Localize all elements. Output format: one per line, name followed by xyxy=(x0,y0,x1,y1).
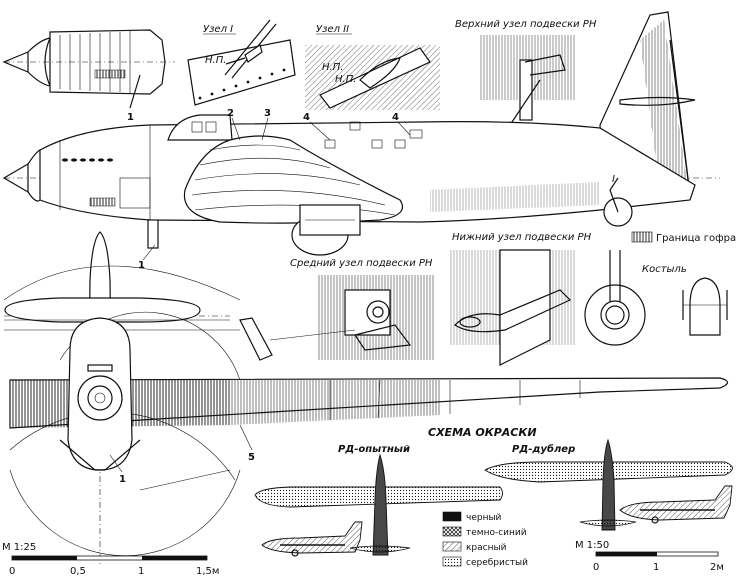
paint-legend: черный темно-синий красный серебристый xyxy=(442,511,528,568)
callout-1b: 1 xyxy=(119,474,126,485)
tail-mark-I: I xyxy=(612,174,615,185)
scale-left-title: М 1:25 xyxy=(2,542,36,553)
rd-dubler-planform xyxy=(484,438,733,531)
legend-swatch-darkblue xyxy=(442,526,462,537)
scale-left-tick-2: 1 xyxy=(138,566,144,577)
legend-darkblue: темно-синий xyxy=(466,528,527,538)
node2-detail: Узел II Н.П. Н.П. xyxy=(305,24,440,110)
mid-mount-title: Средний узел подвески РН xyxy=(290,258,433,269)
callout-5: 5 xyxy=(248,452,255,463)
corrugation-label: Граница гофра xyxy=(656,233,736,244)
legend-silver: серебристый xyxy=(466,558,528,568)
tailwheel-detail: Костыль xyxy=(584,250,728,346)
nose-detail: 1 xyxy=(2,29,175,123)
callout-1c: 1 xyxy=(138,260,145,271)
wing-planform: 5 xyxy=(9,377,729,463)
rd-dubler-side xyxy=(619,485,733,524)
callout-1a: 1 xyxy=(127,112,134,123)
tailwheel-title: Костыль xyxy=(642,264,687,275)
mid-mount-detail: Средний узел подвески РН xyxy=(239,258,435,361)
scale-right-tick-0: 0 xyxy=(593,562,599,573)
rd-proto-title: РД-опытный xyxy=(338,444,410,455)
paint-scheme-title: СХЕМА ОКРАСКИ xyxy=(428,426,537,439)
legend-swatch-red xyxy=(442,541,462,552)
scale-left-tick-1: 0,5 xyxy=(70,566,86,577)
paint-scheme: СХЕМА ОКРАСКИ РД-опытный РД-дублер xyxy=(254,426,733,568)
lower-mount-title: Нижний узел подвески РН xyxy=(452,232,592,243)
node1-detail: Узел I Н.П. xyxy=(187,19,296,106)
legend-black: черный xyxy=(466,513,502,523)
scale-right-title: М 1:50 xyxy=(575,540,609,551)
scale-bar-right: М 1:50 0 1 2м xyxy=(575,540,724,573)
node2-np1: Н.П. xyxy=(322,62,343,73)
upper-mount-title: Верхний узел подвески РН xyxy=(455,19,597,30)
legend-swatch-silver xyxy=(442,556,462,567)
rd-proto-planform xyxy=(254,453,503,556)
scale-bar-left: М 1:25 0 0,5 1 1,5м xyxy=(2,542,219,577)
callout-2: 2 xyxy=(227,108,234,119)
node1-np: Н.П. xyxy=(205,55,226,66)
rd-dubler-title: РД-дублер xyxy=(512,443,575,455)
corrugation-legend: Граница гофра xyxy=(631,231,736,244)
side-view: I 2 3 4 4 xyxy=(2,11,720,256)
upper-mount-detail: Верхний узел подвески РН xyxy=(455,19,597,126)
callout-3: 3 xyxy=(264,108,271,119)
lower-mount-detail: Нижний узел подвески РН xyxy=(450,232,592,366)
scale-left-tick-3: 1,5м xyxy=(196,566,219,577)
callout-4a: 4 xyxy=(303,112,310,123)
rd-proto-side xyxy=(261,521,363,557)
legend-red: красный xyxy=(466,543,507,553)
scale-right-tick-2: 2м xyxy=(710,562,724,573)
node2-title: Узел II xyxy=(316,24,349,35)
scale-left-tick-0: 0 xyxy=(9,566,15,577)
scale-right-tick-1: 1 xyxy=(653,562,659,573)
callout-4b: 4 xyxy=(392,112,399,123)
node2-np2: Н.П. xyxy=(335,74,356,85)
front-view: 1 1 1 xyxy=(9,244,241,565)
legend-swatch-black xyxy=(442,511,462,522)
node1-title: Узел I xyxy=(203,24,233,35)
